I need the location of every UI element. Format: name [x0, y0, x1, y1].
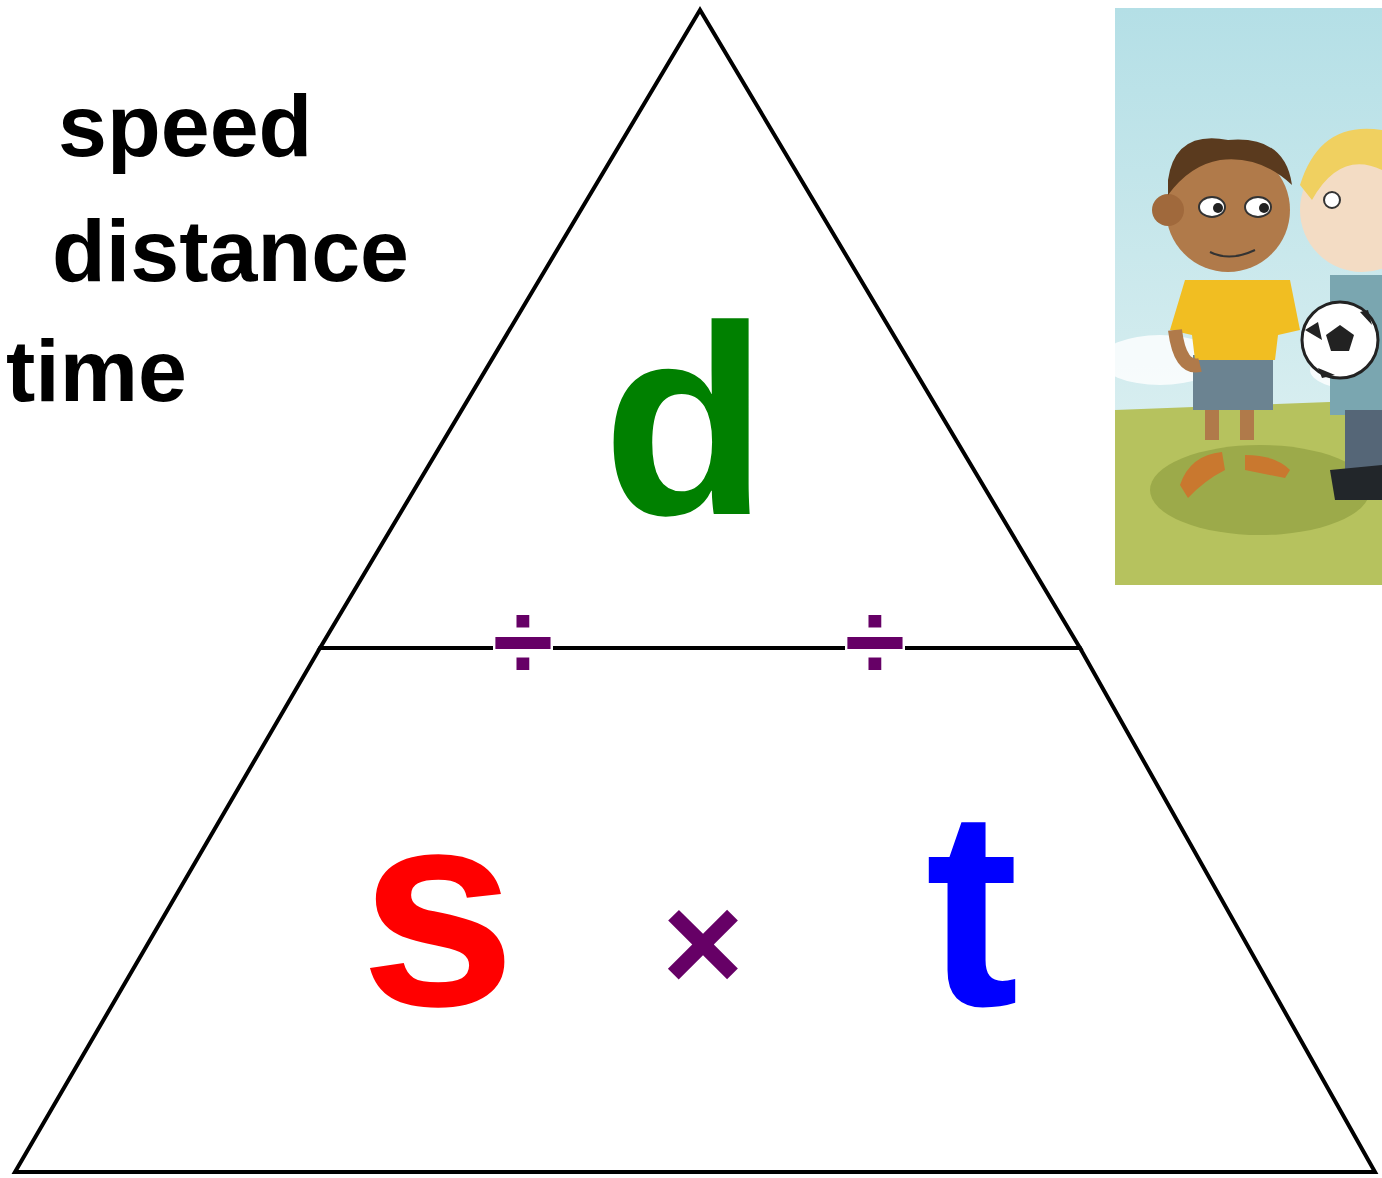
time-word: time [6, 327, 187, 415]
time-letter: t [925, 768, 1018, 1048]
distance-letter: d [603, 286, 768, 556]
divide-sign: ÷ [845, 586, 905, 696]
multiply-sign: × [662, 873, 744, 1013]
divide-sign: ÷ [493, 586, 553, 696]
top-region: d [320, 10, 1080, 648]
speed-letter: s [360, 768, 516, 1048]
distance-word: distance [52, 207, 409, 295]
bottom-region: s × t [15, 648, 1375, 1172]
speed-word: speed [58, 82, 312, 170]
